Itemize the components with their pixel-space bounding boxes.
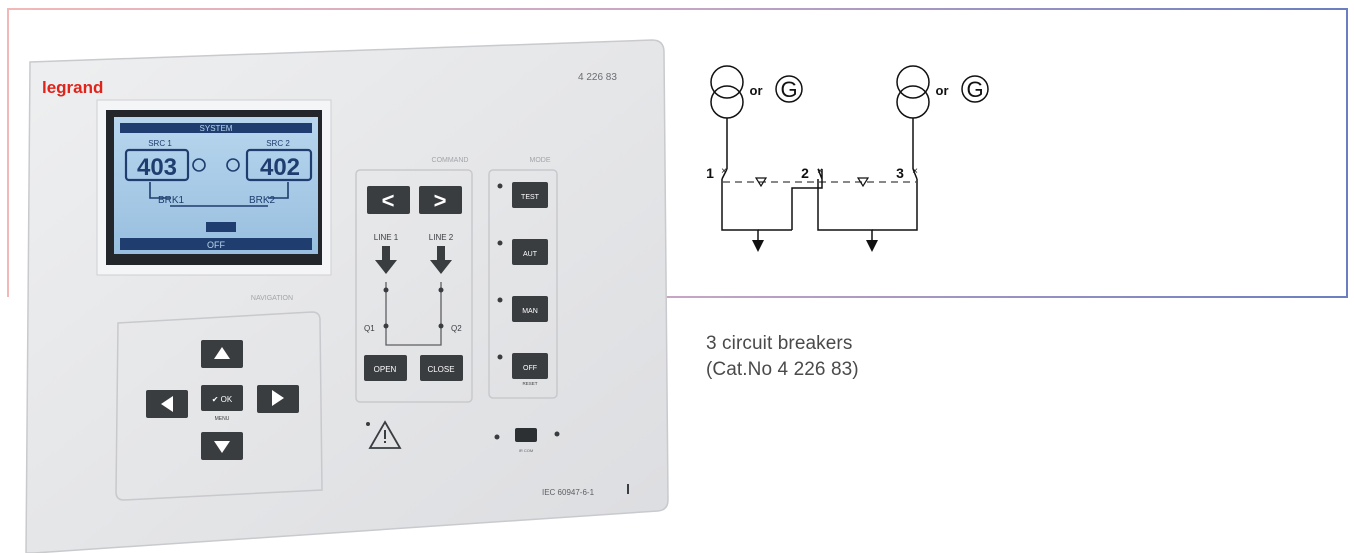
mode-button-test[interactable] xyxy=(512,182,548,208)
reset-label: RESET xyxy=(522,381,537,386)
lcd-src1-value: 403 xyxy=(137,154,177,181)
line1-arrow-icon xyxy=(375,246,397,274)
svg-text:SRC 2: SRC 2 xyxy=(266,139,290,148)
brand-logo: legrand xyxy=(42,78,103,97)
lcd-src2-value: 402 xyxy=(260,154,300,181)
nav-ok-button[interactable] xyxy=(201,385,243,411)
svg-text:×: × xyxy=(817,166,823,177)
lcd-header: SYSTEM xyxy=(200,124,233,133)
diagram-caption: 3 circuit breakers (Cat.No 4 226 83) xyxy=(706,331,859,383)
open-button[interactable] xyxy=(364,355,407,381)
or-label-left: or xyxy=(750,83,763,98)
or-label-right: or xyxy=(936,83,949,98)
svg-text:<: < xyxy=(382,188,395,213)
mode-button-label: OFF xyxy=(523,365,537,372)
breaker-label-2: 2 xyxy=(801,165,809,181)
up-arrow-icon xyxy=(214,347,230,359)
mode-button-label: MAN xyxy=(522,308,538,315)
svg-text:×: × xyxy=(721,166,727,177)
generator-right-icon xyxy=(961,75,989,103)
mode-button-man[interactable] xyxy=(512,296,548,322)
svg-text:MODE: MODE xyxy=(530,157,551,164)
warning-triangle-icon xyxy=(368,420,402,449)
svg-text:×: × xyxy=(912,166,918,177)
catalog-number-label: 4 226 83 xyxy=(578,72,617,83)
svg-text:LINE 2: LINE 2 xyxy=(429,233,454,242)
svg-text:SRC 1: SRC 1 xyxy=(148,139,172,148)
svg-text:NAVIGATION: NAVIGATION xyxy=(251,295,293,302)
generator-label-right: G xyxy=(966,77,983,102)
mode-button-aut[interactable] xyxy=(512,239,548,265)
svg-text:COMMAND: COMMAND xyxy=(432,157,469,164)
ground-arrow-icon xyxy=(752,240,764,252)
mode-led xyxy=(497,297,503,303)
close-button[interactable] xyxy=(420,355,463,381)
right-arrow-icon xyxy=(272,390,284,406)
svg-text:>: > xyxy=(434,188,447,213)
down-arrow-icon xyxy=(214,441,230,453)
mode-led xyxy=(497,240,503,246)
mode-button-label: AUT xyxy=(523,251,538,258)
svg-text:IR COM: IR COM xyxy=(519,448,533,453)
breaker-label-1: 1 xyxy=(706,165,714,181)
next-button[interactable] xyxy=(419,186,462,214)
ats-controller-device: legrand 4 226 83 SYSTEM SRC 1 SRC 2 403 … xyxy=(25,39,669,553)
generator-label-left: G xyxy=(780,77,797,102)
svg-text:Q2: Q2 xyxy=(451,324,462,333)
lcd-status: OFF xyxy=(207,240,225,250)
transformer-left-icon xyxy=(710,65,744,99)
standard-label: IEC 60947-6-1 xyxy=(542,488,595,497)
svg-text:✔ OK: ✔ OK xyxy=(212,395,233,404)
generator-left-icon xyxy=(775,75,803,103)
mode-button-label: TEST xyxy=(521,194,540,201)
line2-arrow-icon xyxy=(430,246,452,274)
ir-port xyxy=(515,428,537,442)
mode-panel xyxy=(488,169,558,399)
mode-led xyxy=(497,183,503,189)
transformer-right-icon xyxy=(896,65,930,99)
svg-text:BRK2: BRK2 xyxy=(249,195,276,206)
svg-text:OPEN: OPEN xyxy=(374,365,397,374)
left-arrow-icon xyxy=(161,396,173,412)
prev-button[interactable] xyxy=(367,186,410,214)
caption-line-2: (Cat.No 4 226 83) xyxy=(706,359,859,380)
svg-text:MENU: MENU xyxy=(215,416,230,422)
breaker-label-3: 3 xyxy=(896,165,904,181)
navigation-panel xyxy=(115,311,323,501)
svg-text:BRK1: BRK1 xyxy=(158,195,185,206)
mode-button-off[interactable] xyxy=(512,353,548,379)
svg-text:Q1: Q1 xyxy=(364,324,375,333)
mode-led xyxy=(497,354,503,360)
command-panel xyxy=(355,169,473,403)
svg-text:CLOSE: CLOSE xyxy=(427,365,454,374)
caption-line-1: 3 circuit breakers xyxy=(706,333,853,354)
ground-arrow-icon xyxy=(866,240,878,252)
svg-text:LINE 1: LINE 1 xyxy=(374,233,399,242)
